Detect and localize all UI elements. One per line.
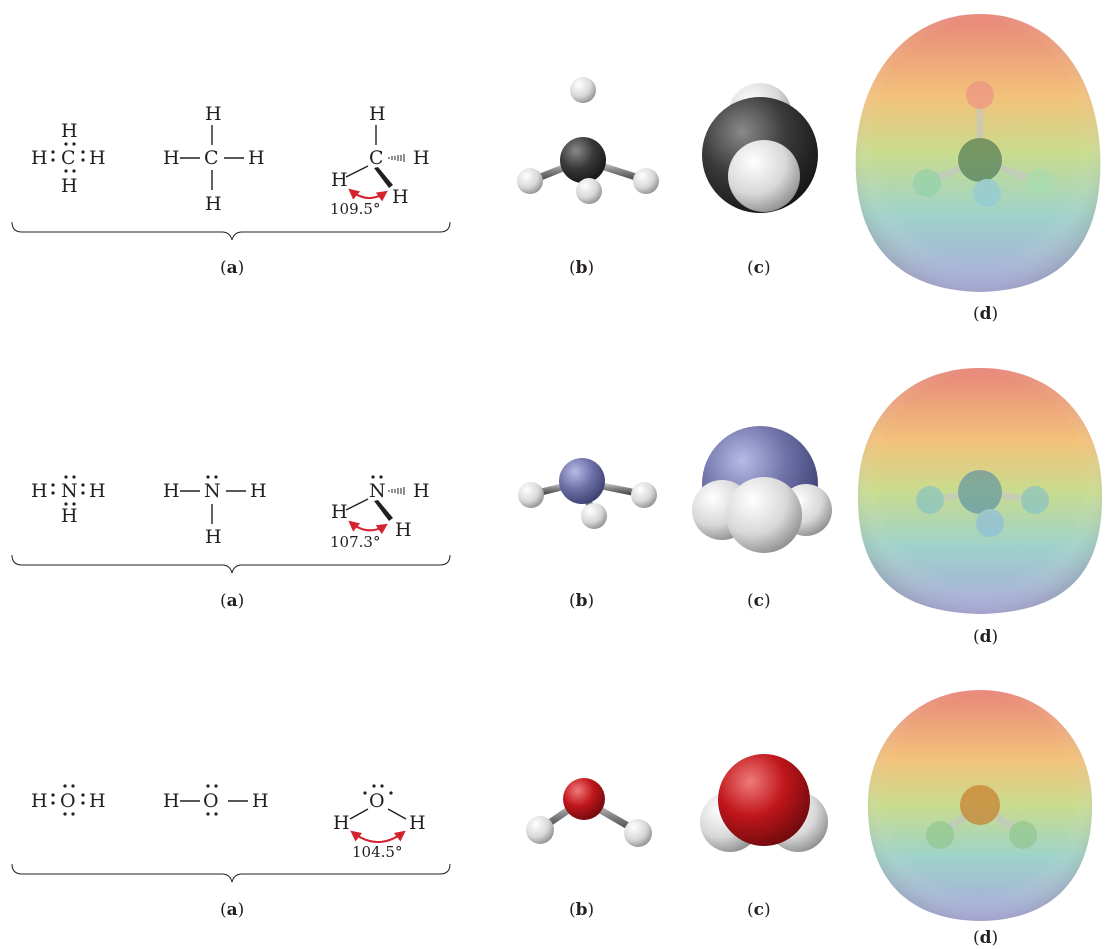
atom-n: N — [369, 480, 386, 502]
atom-h-left: H — [31, 147, 48, 169]
wedge-bond — [374, 500, 393, 521]
atom-h-top: H — [205, 103, 222, 125]
methane-space-filling — [702, 83, 818, 213]
water-space-filling — [700, 754, 828, 852]
ammonia-lewis-dot: H N H H — [31, 475, 106, 527]
atom-h-right: H — [413, 147, 430, 169]
atom-h-right: H — [248, 147, 265, 169]
row-methane: H H C H H H H C H H H — [11, 14, 1101, 324]
atom-h-bottom: H — [205, 193, 222, 215]
atom-o: O — [203, 790, 219, 812]
atom-h-right: H — [89, 790, 106, 812]
atom-h-right: H — [89, 480, 106, 502]
methane-lewis-dot: H H C H H — [31, 120, 106, 197]
electron-pair-dots — [51, 784, 85, 816]
water-line-bond: H O H — [163, 784, 269, 816]
water-potential-map — [867, 690, 1093, 921]
panel-label-c: (c) — [747, 591, 771, 611]
atom-h-left: H — [333, 812, 350, 834]
bond-angle-label: 104.5° — [352, 843, 402, 861]
atom-h-front: H — [395, 519, 412, 541]
atom-h-bottom: H — [61, 175, 78, 197]
panel-label-d: (d) — [973, 627, 998, 647]
atom-h-bottom: H — [205, 526, 222, 548]
panel-label-a: (a) — [220, 591, 244, 611]
wedge-bond — [374, 167, 393, 188]
panel-label-d: (d) — [973, 928, 998, 948]
atom-h-left: H — [31, 480, 48, 502]
atom-h-left: H — [331, 169, 348, 191]
methane-ball-and-stick — [517, 77, 659, 204]
atom-o: O — [369, 790, 385, 812]
panel-label-c: (c) — [747, 258, 771, 278]
panel-label-c: (c) — [747, 900, 771, 920]
atom-h-left: H — [163, 790, 180, 812]
panel-label-a: (a) — [220, 900, 244, 920]
methane-potential-map — [855, 14, 1101, 292]
water-ball-and-stick — [526, 778, 652, 847]
electron-pair-dots — [51, 475, 85, 506]
atom-h-left: H — [31, 790, 48, 812]
ammonia-ball-and-stick — [518, 458, 657, 529]
atom-h-right: H — [409, 812, 426, 834]
atom-h-bottom: H — [61, 505, 78, 527]
ammonia-line-bond: H N H H — [163, 475, 267, 548]
panel-label-b: (b) — [569, 258, 594, 278]
row-water: H O H H O H O H H — [11, 690, 1093, 948]
bond-angle-label: 109.5° — [330, 200, 380, 218]
panel-label-b: (b) — [569, 900, 594, 920]
atom-h-right: H — [252, 790, 269, 812]
atom-n: N — [61, 480, 78, 502]
row-ammonia: H N H H H N H H N — [11, 368, 1103, 647]
electron-pair-dots — [51, 142, 85, 173]
panel-a-brace — [11, 554, 451, 574]
panel-a-brace — [11, 221, 451, 241]
carbon-atom — [560, 137, 606, 183]
water-lewis-dot: H O H — [31, 784, 106, 816]
ammonia-space-filling — [692, 426, 832, 553]
atom-n: N — [204, 480, 221, 502]
atom-h-top: H — [369, 103, 386, 125]
atom-c: C — [369, 147, 384, 169]
panel-label-d: (d) — [973, 304, 998, 324]
panel-label-a: (a) — [220, 258, 244, 278]
water-wedge-dash: O H H 104.5° — [333, 784, 426, 861]
ammonia-potential-map — [857, 368, 1103, 614]
atom-h-right: H — [413, 480, 430, 502]
atom-h-front: H — [392, 186, 409, 208]
dashed-bond — [388, 487, 405, 495]
atom-h-left: H — [163, 480, 180, 502]
oxygen-atom — [563, 778, 605, 820]
atom-h-left: H — [163, 147, 180, 169]
atom-h-top: H — [61, 120, 78, 142]
dashed-bond — [388, 154, 405, 162]
methane-wedge-dash: H C H H H 109.5° — [330, 103, 430, 218]
atom-h-left: H — [331, 501, 348, 523]
bond-angle-label: 107.3° — [330, 533, 380, 551]
nitrogen-atom — [559, 458, 605, 504]
atom-c: C — [204, 147, 219, 169]
atom-c: C — [61, 147, 76, 169]
panel-a-brace — [11, 863, 451, 883]
panel-label-b: (b) — [569, 591, 594, 611]
atom-h-right: H — [89, 147, 106, 169]
methane-line-bond: H H C H H — [163, 103, 265, 215]
atom-o: O — [60, 790, 76, 812]
ammonia-wedge-dash: N H H H 107.3° — [330, 475, 430, 551]
atom-h-right: H — [250, 480, 267, 502]
